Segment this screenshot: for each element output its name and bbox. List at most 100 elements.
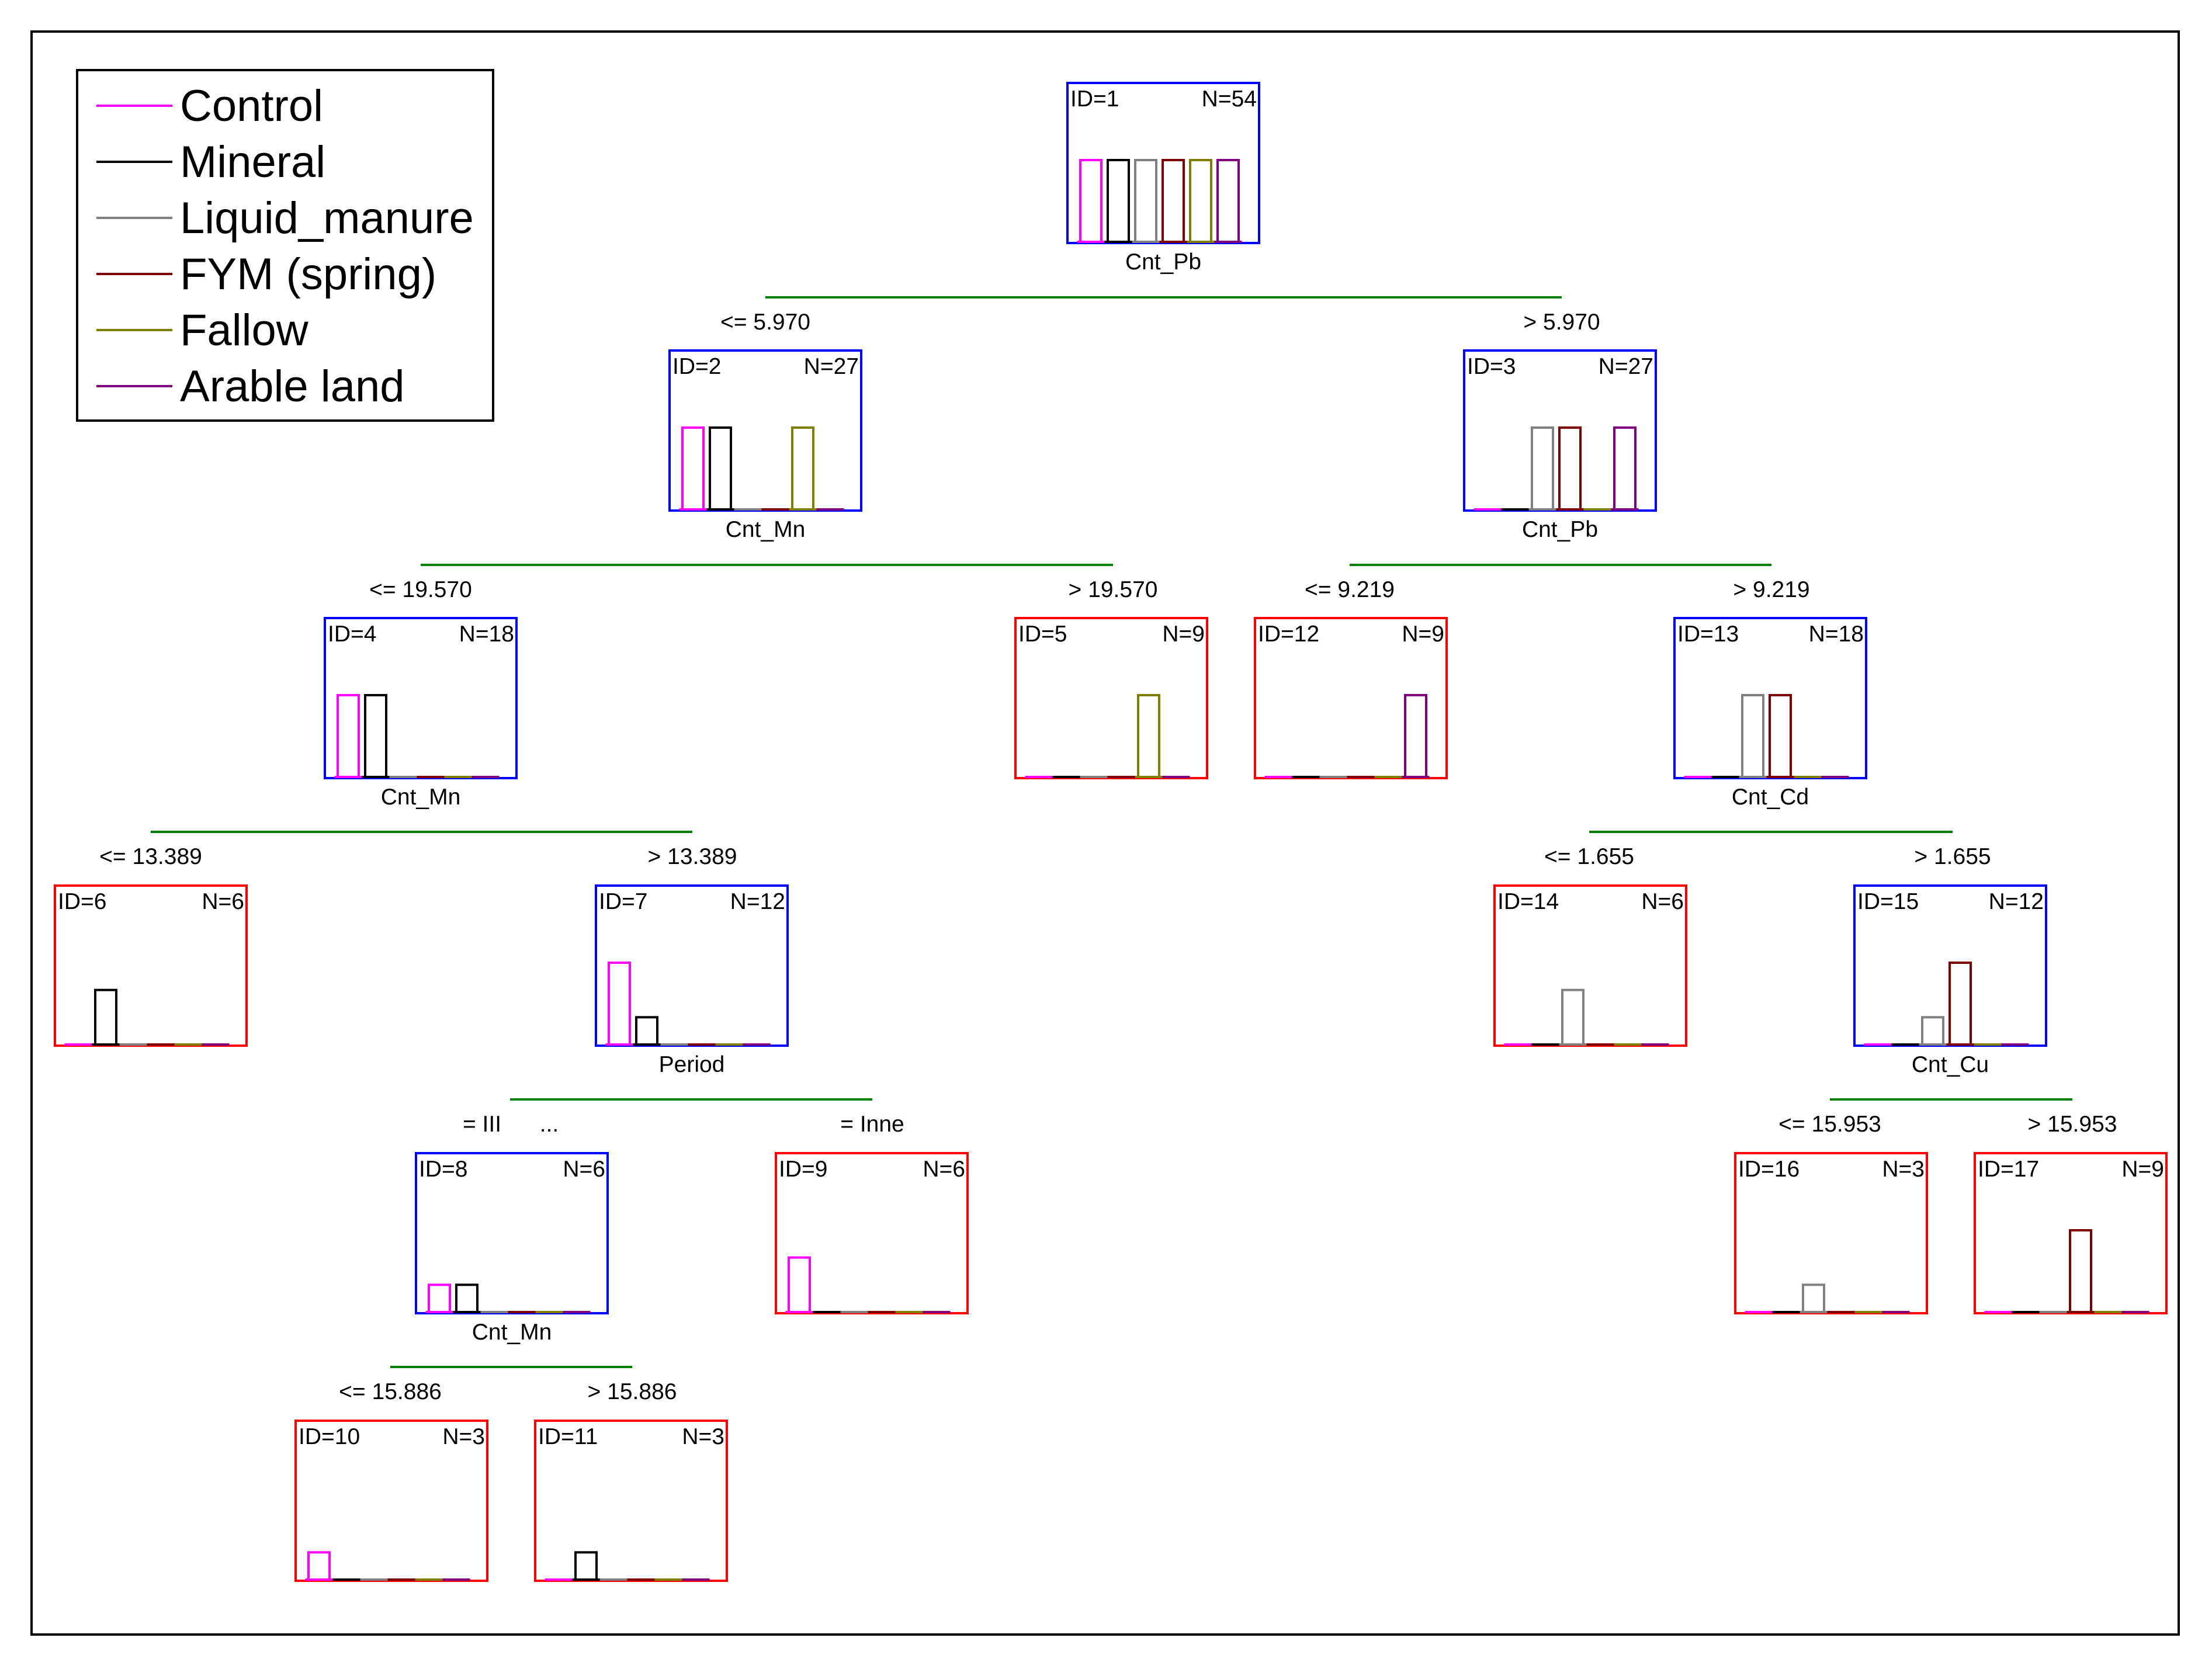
legend-label: Arable land	[180, 362, 405, 411]
histogram-bar	[1107, 159, 1130, 243]
node-count-label: N=18	[1809, 622, 1864, 647]
histogram-bar	[1216, 159, 1240, 243]
node-box	[534, 1420, 728, 1582]
legend: Control Mineral Liquid_manure FYM (sprin…	[76, 69, 494, 422]
tree-node-12: ID=12 N=9	[1254, 617, 1448, 779]
tree-node-7: ID=7 N=12 Period	[595, 884, 789, 1077]
node-id-label: ID=8	[419, 1157, 467, 1182]
tree-node-9: ID=9 N=6	[775, 1152, 969, 1314]
histogram-bar	[709, 426, 732, 511]
tree-node-15: ID=15 N=12 Cnt_Cu	[1853, 884, 2047, 1077]
legend-item-arable-land: Arable land	[96, 362, 405, 411]
histogram-bar	[1741, 694, 1764, 778]
node-box	[1254, 617, 1448, 779]
branch-label: > 9.219	[1733, 577, 1809, 602]
branch-label: > 19.570	[1069, 577, 1158, 602]
node-id-label: ID=9	[779, 1157, 827, 1182]
tree-node-10: ID=10 N=3	[294, 1420, 488, 1582]
tree-node-4: ID=4 N=18 Cnt_Mn	[324, 617, 518, 810]
histogram-bar	[1162, 159, 1185, 243]
node-box	[1493, 884, 1687, 1047]
histogram-bar	[1921, 1016, 1944, 1046]
histogram-bar	[364, 694, 387, 778]
branch-label: <= 19.570	[369, 577, 472, 602]
node-class-histogram	[1864, 962, 2029, 1046]
node-class-histogram	[605, 962, 771, 1046]
legend-label: Fallow	[180, 306, 309, 355]
tree-node-3: ID=3 N=27 Cnt_Pb	[1463, 349, 1657, 542]
branch-labels: <= 5.970 > 5.970 <= 19.570 > 19.570 <= 9…	[99, 310, 2117, 1404]
node-count-label: N=6	[1641, 889, 1684, 914]
branch-label: <= 13.389	[99, 844, 202, 869]
histogram-bar	[1189, 159, 1212, 243]
node-count-label: N=27	[804, 354, 859, 379]
histogram-bar	[1404, 694, 1427, 778]
tree-node-5: ID=5 N=9	[1014, 617, 1208, 779]
node-count-label: N=18	[459, 622, 514, 647]
node-split-variable: Cnt_Cu	[1912, 1052, 1989, 1077]
branch-label: <= 9.219	[1305, 577, 1395, 602]
legend-item-control: Control	[96, 81, 323, 131]
branch-label: = Inne	[840, 1112, 904, 1137]
histogram-bar	[681, 426, 705, 511]
node-split-variable: Cnt_Mn	[381, 785, 461, 810]
histogram-bar	[574, 1551, 598, 1581]
node-count-label: N=6	[923, 1157, 965, 1182]
node-count-label: N=12	[730, 889, 785, 914]
node-count-label: N=3	[682, 1424, 724, 1449]
branch-label: > 1.655	[1914, 844, 1991, 869]
node-class-histogram	[679, 426, 844, 511]
node-box	[595, 884, 789, 1047]
histogram-bar	[1134, 159, 1157, 243]
node-box	[54, 884, 248, 1047]
node-id-label: ID=15	[1857, 889, 1919, 914]
branch-label: > 5.970	[1523, 310, 1600, 335]
node-class-histogram	[64, 988, 230, 1046]
tree-node-14: ID=14 N=6	[1493, 884, 1687, 1047]
tree-node-6: ID=6 N=6	[54, 884, 248, 1047]
node-box	[1014, 617, 1208, 779]
node-id-label: ID=14	[1497, 889, 1559, 914]
histogram-bar	[1137, 694, 1160, 778]
histogram-bar	[337, 694, 360, 778]
histogram-bar	[455, 1283, 479, 1313]
node-box	[294, 1420, 488, 1582]
node-box	[324, 617, 518, 779]
branch-label: = III	[463, 1112, 501, 1137]
histogram-bar	[1531, 426, 1554, 511]
branch-label: > 13.389	[648, 844, 737, 869]
branch-label: <= 15.953	[1778, 1112, 1881, 1137]
node-id-label: ID=1	[1070, 86, 1119, 112]
node-split-variable: Period	[659, 1052, 725, 1077]
node-class-histogram	[1984, 1229, 2149, 1313]
histogram-bar	[1769, 694, 1792, 778]
histogram-bar	[1561, 988, 1585, 1046]
node-box	[775, 1152, 969, 1314]
node-class-histogram	[1473, 426, 1639, 511]
branch-label: <= 15.886	[339, 1379, 442, 1404]
node-count-label: N=6	[563, 1157, 605, 1182]
histogram-bar	[1802, 1283, 1825, 1313]
node-class-histogram	[1025, 694, 1190, 778]
tree-nodes: ID=1 N=54 Cnt_Pb ID=2 N=27 Cnt_Mn ID=3 N…	[54, 82, 2168, 1582]
node-count-label: N=3	[442, 1424, 485, 1449]
node-class-histogram	[1745, 1283, 1910, 1313]
node-split-variable: Cnt_Pb	[1522, 517, 1598, 542]
node-split-variable: Cnt_Mn	[472, 1320, 552, 1345]
tree-node-2: ID=2 N=27 Cnt_Mn	[668, 349, 862, 542]
tree-node-11: ID=11 N=3	[534, 1420, 728, 1582]
histogram-bar	[1558, 426, 1582, 511]
node-box	[668, 349, 862, 512]
node-id-label: ID=11	[538, 1424, 598, 1449]
node-split-variable: Cnt_Mn	[726, 517, 806, 542]
legend-item-liquid-manure: Liquid_manure	[96, 193, 474, 243]
histogram-bar	[608, 962, 631, 1046]
legend-label: FYM (spring)	[180, 249, 436, 299]
tree-node-17: ID=17 N=9	[1974, 1152, 2168, 1314]
node-class-histogram	[545, 1551, 710, 1581]
node-class-histogram	[425, 1283, 591, 1313]
node-class-histogram	[1264, 694, 1430, 778]
node-split-variable: Cnt_Pb	[1125, 249, 1201, 275]
node-count-label: N=9	[1162, 622, 1205, 647]
